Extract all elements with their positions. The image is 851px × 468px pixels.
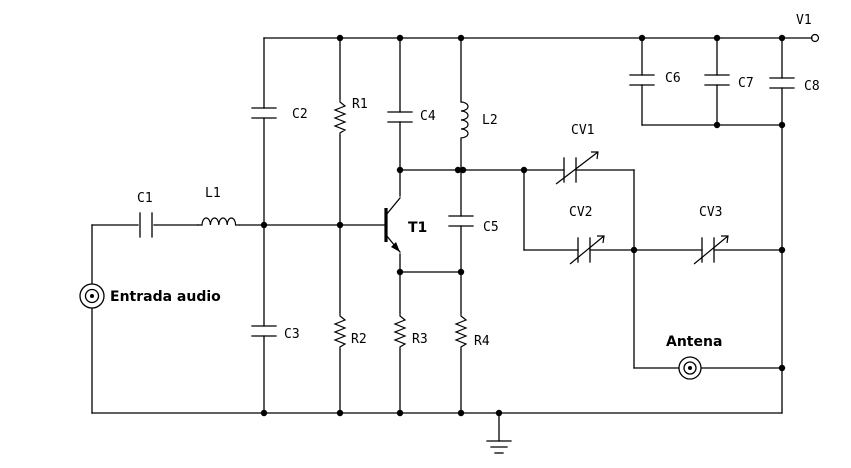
junction-dot <box>457 409 465 417</box>
capacitor-c6: C6 <box>629 71 681 86</box>
junction-dot <box>630 246 638 254</box>
ground-icon <box>486 440 512 454</box>
antenna-label: Antena <box>666 334 722 350</box>
antenna-connector: Antena <box>666 334 722 380</box>
capacitor-c8: C8 <box>769 77 820 94</box>
capacitor-c1: C1 <box>137 191 153 238</box>
junction-dot <box>713 121 721 129</box>
variable-capacitor-cv2: CV2 <box>569 205 605 265</box>
c5-label: C5 <box>483 220 499 235</box>
v1-terminal: V1 <box>796 13 820 43</box>
capacitor-c5: C5 <box>448 215 499 235</box>
junction-dot <box>336 34 344 42</box>
junction-dot <box>396 166 404 174</box>
inductor-l2: L2 <box>460 101 498 140</box>
t1-label: T1 <box>408 220 427 236</box>
variable-capacitor-cv3: CV3 <box>693 205 729 265</box>
capacitor-c2: C2 <box>251 107 308 122</box>
v1-label: V1 <box>796 13 812 28</box>
junction-dot <box>454 166 462 174</box>
junction-dot <box>396 409 404 417</box>
junction-dot <box>778 34 786 42</box>
inductor-l1: L1 <box>197 186 240 226</box>
r1-label: R1 <box>352 97 368 112</box>
cv2-label: CV2 <box>569 205 592 220</box>
junction-dot <box>459 166 467 174</box>
cv3-label: CV3 <box>699 205 722 220</box>
resistor-r3: R3 <box>393 312 428 350</box>
junction-dot <box>778 246 786 254</box>
audio-input-connector: Entrada audio <box>79 283 221 309</box>
c7-label: C7 <box>738 76 754 91</box>
audio-input-label: Entrada audio <box>110 289 221 305</box>
r3-label: R3 <box>412 332 428 347</box>
junction-dot <box>336 409 344 417</box>
variable-capacitor-cv1: CV1 <box>555 123 599 185</box>
wires <box>91 37 813 442</box>
l2-label: L2 <box>482 113 498 128</box>
junction-dot <box>713 34 721 42</box>
c4-label: C4 <box>420 109 436 124</box>
junction-dot <box>260 221 268 229</box>
l1-label: L1 <box>205 186 221 201</box>
junction-dot <box>396 34 404 42</box>
c2-label: C2 <box>292 107 308 122</box>
r2-label: R2 <box>351 332 367 347</box>
resistor-r2: R2 <box>333 312 367 350</box>
junction-dot <box>260 409 268 417</box>
junction-dots <box>260 34 786 417</box>
c8-label: C8 <box>804 79 820 94</box>
junction-dot <box>520 166 528 174</box>
capacitor-c4: C4 <box>387 109 436 124</box>
junction-dot <box>396 268 404 276</box>
junction-dot <box>457 268 465 276</box>
c1-label: C1 <box>137 191 153 206</box>
r4-label: R4 <box>474 334 490 349</box>
junction-dot <box>457 34 465 42</box>
capacitor-c7: C7 <box>704 74 754 91</box>
c3-label: C3 <box>284 327 300 342</box>
junction-dot <box>778 121 786 129</box>
capacitor-c3: C3 <box>251 325 300 342</box>
junction-dot <box>778 364 786 372</box>
resistor-r4: R4 <box>454 312 490 350</box>
junction-dot <box>638 34 646 42</box>
resistor-r1: R1 <box>333 97 368 136</box>
junction-dot <box>495 409 503 417</box>
c6-label: C6 <box>665 71 681 86</box>
cv1-label: CV1 <box>571 123 594 138</box>
junction-dot <box>336 221 344 229</box>
transistor-t1: T1 <box>384 197 427 253</box>
